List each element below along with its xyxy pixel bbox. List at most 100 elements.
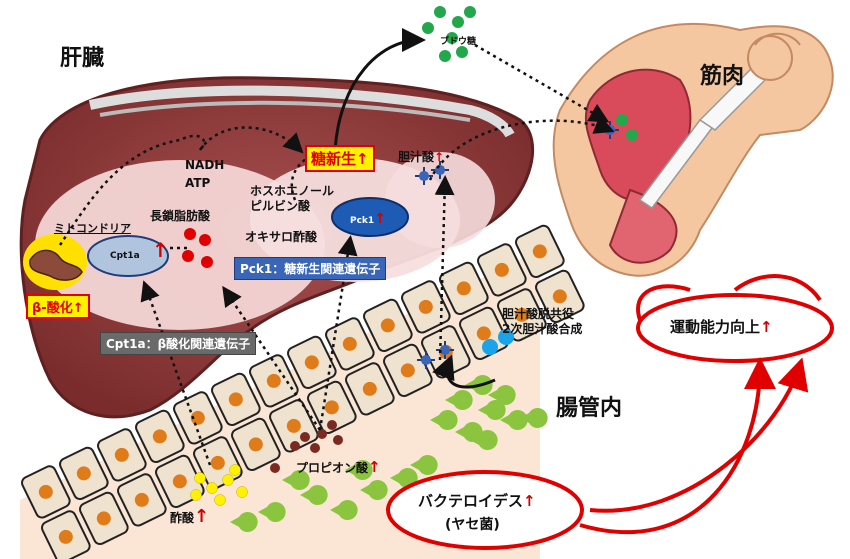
propionate-dot — [290, 441, 300, 451]
oaa-label: オキサロ酢酸 — [245, 230, 318, 244]
propionate-dot — [310, 443, 320, 453]
pck1-up-icon: ↑ — [374, 211, 386, 227]
fatty-acid-dot — [199, 234, 211, 246]
cpt1a-ellipse — [87, 235, 169, 277]
pck1-description: Pck1：糖新生関連遺伝子 — [234, 257, 387, 280]
epithelial-cell — [497, 288, 547, 342]
intestine-title: 腸管内 — [556, 396, 623, 421]
propionate-dot — [317, 429, 327, 439]
bacterium-icon — [500, 410, 528, 430]
bacterium-icon — [410, 454, 438, 475]
epithelial-cell — [231, 417, 281, 472]
bacterium-icon — [300, 485, 328, 505]
nadh-label: NADH — [185, 158, 225, 172]
bacterium-icon — [478, 399, 506, 420]
bacterium-icon — [520, 407, 548, 428]
bacteroides-ellipse — [386, 470, 584, 550]
muscle-title: 筋肉 — [700, 64, 745, 89]
pep-label: ホスホエノール ピルビン酸 — [250, 184, 335, 213]
epithelial-cell — [59, 446, 109, 501]
beta-oxidation-box: β-酸化↑ — [26, 294, 90, 319]
beta-oxidation-label: β-酸化 — [32, 301, 73, 316]
propionate-dot — [300, 432, 310, 442]
bacteroides-to-exercise-arrow — [579, 357, 776, 535]
glucose-dot — [422, 22, 434, 34]
bile-acid-label: 胆汁酸↑ — [398, 150, 445, 164]
bile-dot — [498, 329, 514, 345]
glucose-dot — [464, 6, 476, 18]
bacterium-icon — [360, 480, 388, 500]
epithelial-cell — [117, 473, 167, 527]
acetate-dot — [236, 486, 248, 498]
bile-acid-up-icon: ↑ — [434, 150, 445, 164]
bacterium-icon — [488, 384, 516, 405]
glucose-dot — [434, 6, 446, 18]
epithelial-cell — [515, 224, 565, 279]
epithelial-cell — [287, 335, 337, 390]
mitochondria-icon — [23, 234, 87, 290]
bacterium-icon — [330, 499, 358, 520]
propionate-dot — [270, 463, 280, 473]
acetate-dot — [206, 482, 218, 494]
epithelial-cell — [135, 409, 185, 464]
fatty-acid-dot — [201, 256, 213, 268]
cpt1a-up-icon: ↑ — [152, 238, 169, 262]
bacterium-icon — [445, 390, 473, 410]
fatty-acid-dot — [182, 250, 194, 262]
epithelial-cell — [307, 380, 357, 435]
pathway-arrows — [58, 28, 615, 466]
fatty-acid-dot — [184, 228, 196, 240]
exercise-ellipse — [636, 293, 834, 363]
acetate-dot — [229, 464, 241, 476]
acetate-up-icon: ↑ — [194, 506, 210, 527]
epithelial-cell — [477, 243, 527, 297]
bile-acid-icon — [415, 167, 433, 185]
bile-acid-icon — [436, 341, 454, 359]
propionate-up-icon: ↑ — [368, 458, 381, 476]
epithelial-cell — [401, 280, 451, 334]
glucose-dot — [446, 32, 458, 44]
bile-acid-icon — [417, 351, 435, 369]
pck1-label: Pck1↑ — [350, 211, 386, 227]
lcfa-label: 長鎖脂肪酸 — [150, 209, 211, 223]
atp-label: ATP — [185, 176, 211, 190]
epithelial-cell — [345, 362, 395, 416]
bacteroides-up-icon: ↑ — [523, 492, 536, 510]
epithelial-cell — [249, 354, 299, 408]
particles — [182, 6, 638, 533]
acetate-dot — [214, 494, 226, 506]
acetate-dot — [222, 474, 234, 486]
bacterium-icon — [282, 470, 310, 490]
bacterium-icon — [390, 467, 418, 488]
epithelial-cell — [173, 391, 223, 445]
liver-title: 肝臓 — [60, 46, 105, 71]
propionate-dot — [333, 435, 343, 445]
gluconeogenesis-label: 糖新生 — [311, 150, 357, 168]
acetate-dot — [194, 472, 206, 484]
glucose-dot — [616, 114, 628, 126]
glucose-dot — [452, 16, 464, 28]
epithelial-cell — [41, 510, 91, 559]
bacterium-icon — [230, 512, 258, 533]
epithelial-cell — [439, 261, 489, 316]
beta-oxidation-up-icon: ↑ — [72, 301, 84, 316]
mitochondria-label: ミトコンドリア — [54, 222, 131, 235]
cpt1a-label: Cpt1a — [110, 251, 140, 261]
bacteroides-label: バクテロイデス↑ — [418, 492, 536, 510]
glucose-label: ブドウ糖 — [440, 37, 477, 47]
glucose-dot — [439, 50, 451, 62]
bacterium-icon — [345, 460, 373, 480]
gluconeogenesis-up-icon: ↑ — [356, 150, 369, 168]
bile-dot — [482, 339, 498, 355]
epithelial-cell — [211, 372, 261, 427]
pck1-ellipse — [331, 197, 409, 237]
bacterium-icon — [470, 429, 498, 450]
exercise-up-icon: ↑ — [760, 318, 773, 336]
yase-label: (ヤセ菌) — [445, 517, 500, 533]
epithelial-cell — [325, 317, 375, 371]
exercise-label: 運動能力向上↑ — [670, 318, 773, 336]
propionate-label: プロピオン酸↑ — [296, 458, 381, 476]
bile-deconjugation-label: 胆汁酸脱共役 2次胆汁酸合成 — [502, 307, 583, 336]
